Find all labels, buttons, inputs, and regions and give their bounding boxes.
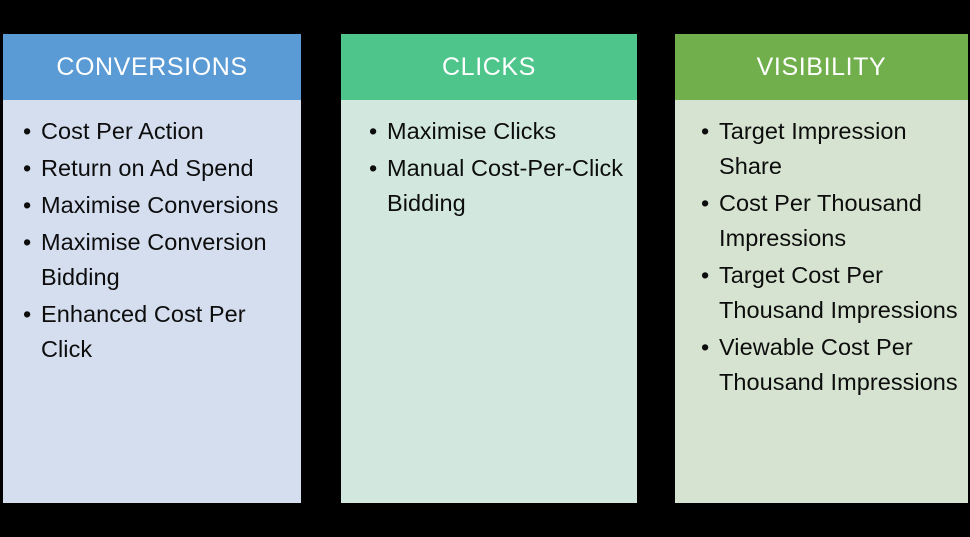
list-item: • Cost Per Action bbox=[15, 114, 295, 149]
bullet-dot-icon: • bbox=[23, 301, 32, 327]
category-header-conversions: CONVERSIONS bbox=[3, 34, 301, 100]
bullet-dot-icon: • bbox=[369, 155, 378, 181]
bullet-dot-icon: • bbox=[23, 155, 32, 181]
list-item: • Target Cost Per Thousand Impressions bbox=[693, 258, 962, 328]
list-item-label: Manual Cost-Per-Click Bidding bbox=[387, 155, 624, 216]
list-item: • Manual Cost-Per-Click Bidding bbox=[361, 151, 629, 221]
list-item-label: Cost Per Thousand Impressions bbox=[719, 190, 922, 251]
category-body-visibility: • Target Impression Share • Cost Per Tho… bbox=[675, 100, 968, 503]
category-body-conversions: • Cost Per Action • Return on Ad Spend •… bbox=[3, 100, 301, 503]
bullet-list-clicks: • Maximise Clicks • Manual Cost-Per-Clic… bbox=[361, 114, 629, 221]
bullet-dot-icon: • bbox=[701, 262, 710, 288]
list-item-label: Return on Ad Spend bbox=[41, 155, 254, 181]
bullet-dot-icon: • bbox=[23, 229, 32, 255]
list-item-label: Viewable Cost Per Thousand Impressions bbox=[719, 334, 958, 395]
category-title-conversions: CONVERSIONS bbox=[56, 52, 248, 81]
bullet-dot-icon: • bbox=[701, 190, 710, 216]
category-card-clicks: CLICKS • Maximise Clicks • Manual Cost-P… bbox=[341, 34, 637, 503]
list-item-label: Maximise Conversions bbox=[41, 192, 279, 218]
list-item-label: Maximise Conversion Bidding bbox=[41, 229, 267, 290]
category-title-visibility: VISIBILITY bbox=[756, 52, 887, 81]
list-item-label: Target Impression Share bbox=[719, 118, 907, 179]
list-item-label: Target Cost Per Thousand Impressions bbox=[719, 262, 958, 323]
bullet-dot-icon: • bbox=[23, 118, 32, 144]
bullet-dot-icon: • bbox=[701, 334, 710, 360]
list-item: • Maximise Conversion Bidding bbox=[15, 225, 295, 295]
category-body-clicks: • Maximise Clicks • Manual Cost-Per-Clic… bbox=[341, 100, 637, 503]
category-card-conversions: CONVERSIONS • Cost Per Action • Return o… bbox=[3, 34, 301, 503]
list-item: • Cost Per Thousand Impressions bbox=[693, 186, 962, 256]
category-header-clicks: CLICKS bbox=[341, 34, 637, 100]
list-item: • Enhanced Cost Per Click bbox=[15, 297, 295, 367]
list-item-label: Enhanced Cost Per Click bbox=[41, 301, 246, 362]
bullet-list-visibility: • Target Impression Share • Cost Per Tho… bbox=[693, 114, 962, 400]
bullet-dot-icon: • bbox=[701, 118, 710, 144]
bullet-list-conversions: • Cost Per Action • Return on Ad Spend •… bbox=[15, 114, 295, 367]
bullet-dot-icon: • bbox=[23, 192, 32, 218]
list-item-label: Cost Per Action bbox=[41, 118, 204, 144]
list-item: • Maximise Conversions bbox=[15, 188, 295, 223]
bullet-dot-icon: • bbox=[369, 118, 378, 144]
list-item: • Maximise Clicks bbox=[361, 114, 629, 149]
category-card-visibility: VISIBILITY • Target Impression Share • C… bbox=[675, 34, 968, 503]
list-item-label: Maximise Clicks bbox=[387, 118, 557, 144]
list-item: • Return on Ad Spend bbox=[15, 151, 295, 186]
list-item: • Target Impression Share bbox=[693, 114, 962, 184]
category-header-visibility: VISIBILITY bbox=[675, 34, 968, 100]
category-title-clicks: CLICKS bbox=[442, 52, 536, 81]
list-item: • Viewable Cost Per Thousand Impressions bbox=[693, 330, 962, 400]
